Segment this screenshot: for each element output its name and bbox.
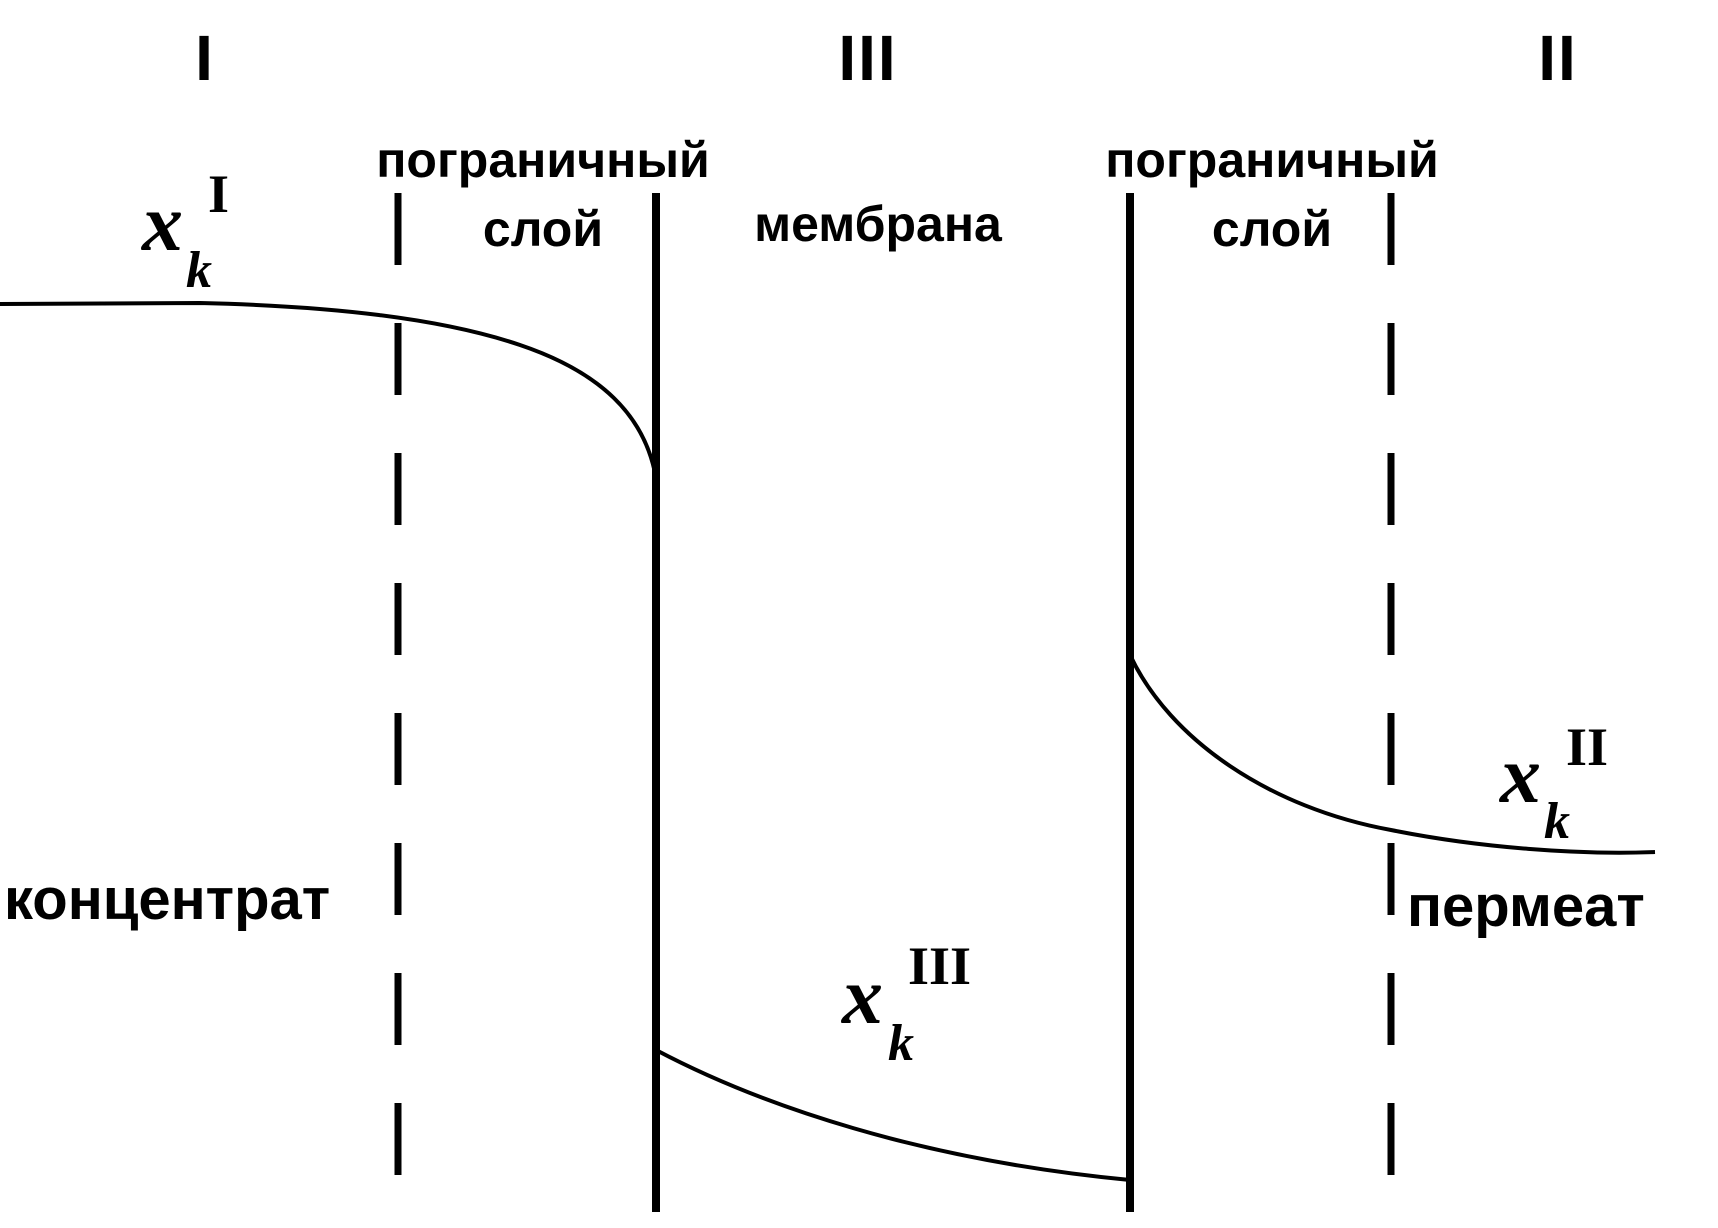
concentration-symbol-permeate-subscript: k [1544, 793, 1570, 850]
concentration-symbol-concentrate-subscript: k [186, 242, 212, 299]
concentration-symbol-membrane-superscript: III [908, 936, 971, 996]
concentration-symbol-concentrate-superscript: I [208, 164, 229, 224]
membrane-label: мембрана [754, 196, 1003, 252]
boundary-layer-left-label-line2: слой [483, 201, 603, 257]
region-numeral-permeate: II [1538, 22, 1578, 94]
concentration-symbol-permeate-base: x [1499, 729, 1541, 820]
boundary-layer-right-label-line1: пограничный [1105, 132, 1439, 188]
concentration-symbol-membrane-subscript: k [888, 1015, 914, 1072]
boundary-layer-left-label-line1: пограничный [376, 132, 710, 188]
concentrate-label: концентрат [4, 867, 330, 932]
concentration-symbol-permeate-superscript: II [1566, 717, 1608, 777]
concentration-symbol-concentrate-base: x [141, 177, 183, 268]
concentration-symbol-membrane: x k III [841, 936, 971, 1072]
concentration-profile-membrane [655, 1048, 1131, 1182]
permeate-label: пермеат [1407, 874, 1645, 939]
concentration-symbol-permeate: x k II [1499, 717, 1608, 850]
concentration-profile-permeate [1128, 654, 1656, 855]
region-numeral-membrane: III [838, 22, 897, 94]
concentration-symbol-concentrate: x k I [141, 164, 229, 299]
region-numeral-concentrate: I [195, 22, 215, 94]
concentration-symbol-membrane-base: x [841, 950, 883, 1041]
boundary-layer-right-label-line2: слой [1212, 201, 1332, 257]
concentration-profile-concentrate [0, 300, 658, 479]
